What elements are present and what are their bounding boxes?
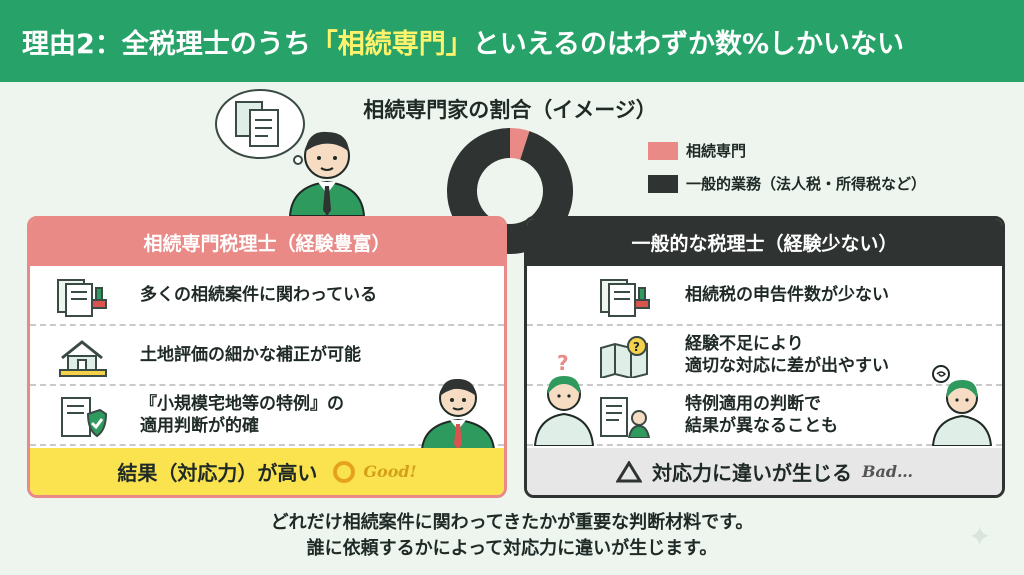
specialist-avatar xyxy=(420,378,496,450)
documents-stamp-icon xyxy=(600,279,650,317)
general-panel: 一般的な税理士（経験少ない） 相続税の申告件数が少ない ? 経験不足により適切な… xyxy=(524,216,1005,498)
item-text: 相続税の申告件数が少ない xyxy=(685,285,889,305)
consultant-avatar xyxy=(288,131,366,216)
chart-legend: 相続専門 一般的業務（法人税・所得税など） xyxy=(648,140,926,206)
header-title-post: といえるのはわずか数%しかいない xyxy=(472,28,905,60)
list-item: 多くの相続案件に関わっている xyxy=(30,266,504,326)
header-title-highlight: 「相続専門」 xyxy=(310,28,473,60)
legend-swatch-pink xyxy=(648,141,678,160)
map-question-icon: ? xyxy=(600,336,648,378)
result-text: 対応力に違いが生じる xyxy=(651,461,852,485)
item-text-line1: 特例適用の判断で xyxy=(685,394,821,414)
sparkle-icon: ✦ xyxy=(968,520,992,553)
item-text: 特例適用の判断で結果が異なることも xyxy=(685,393,838,437)
list-item: ? 経験不足により適切な対応に差が出やすい xyxy=(527,326,1002,386)
documents-stamp-icon xyxy=(57,279,107,317)
bad-badge: Bad… xyxy=(861,462,914,481)
general-panel-title: 一般的な税理士（経験少ない） xyxy=(527,219,1002,266)
donut-slice-0 xyxy=(509,128,530,160)
item-text-line2: 適切な対応に差が出やすい xyxy=(685,356,889,376)
legend-item-inheritance: 相続専門 xyxy=(648,140,926,161)
item-text-line1: 経験不足により xyxy=(685,334,804,354)
document-person-icon xyxy=(600,397,651,438)
list-item: 土地評価の細かな補正が可能 xyxy=(30,326,504,386)
confused-woman-avatar: ? xyxy=(533,352,595,446)
bottom-message: どれだけ相続案件に関わってきたかが重要な判断材料です。 誰に依頼するかによって対… xyxy=(0,510,1024,562)
svg-text:?: ? xyxy=(633,340,640,354)
good-badge: Good! xyxy=(363,462,417,481)
item-text: 『小規模宅地等の特例』の適用判断が的確 xyxy=(140,393,344,437)
item-text-line2: 結果が異なることも xyxy=(685,416,838,436)
bottom-line1: どれだけ相続案件に関わってきたかが重要な判断材料です。 xyxy=(270,512,754,533)
bottom-line2: 誰に依頼するかによって対応力に違いが生じます。 xyxy=(306,538,718,559)
list-item: 『小規模宅地等の特例』の適用判断が的確 xyxy=(30,386,504,446)
specialist-result: 結果（対応力）が高い Good! xyxy=(30,448,504,495)
worried-woman-avatar xyxy=(931,365,993,446)
question-mark: ? xyxy=(557,352,569,375)
specialist-panel: 相続専門税理士（経験豊富） 多くの相続案件に関わっている 土地評価の細かな補正が… xyxy=(27,216,507,498)
general-result: 対応力に違いが生じる Bad… xyxy=(527,448,1002,495)
item-text-line1: 『小規模宅地等の特例』の xyxy=(140,394,344,414)
specialist-panel-title: 相続専門税理士（経験豊富） xyxy=(30,219,504,266)
item-text: 経験不足により適切な対応に差が出やすい xyxy=(685,333,889,377)
chart-title: 相続専門家の割合（イメージ） xyxy=(363,98,657,122)
legend-swatch-dark xyxy=(648,174,678,193)
result-text: 結果（対応力）が高い xyxy=(117,461,318,485)
header-title-pre: 理由2：全税理士のうち xyxy=(22,28,311,60)
warning-triangle-icon xyxy=(615,460,642,482)
legend-label: 相続専門 xyxy=(686,142,747,160)
item-text-line2: 適用判断が的確 xyxy=(140,416,259,436)
list-item: 相続税の申告件数が少ない xyxy=(527,266,1002,326)
item-text: 多くの相続案件に関わっている xyxy=(140,285,378,305)
thought-bubble-documents-icon xyxy=(215,89,305,165)
good-circle-icon xyxy=(333,460,356,483)
legend-item-general: 一般的業務（法人税・所得税など） xyxy=(648,173,926,194)
item-text: 土地評価の細かな補正が可能 xyxy=(140,345,361,365)
house-measure-icon xyxy=(59,340,107,377)
document-shield-icon xyxy=(61,397,108,438)
page-header: 理由2：全税理士のうち「相続専門」といえるのはわずか数%しかいない xyxy=(0,0,1024,82)
legend-label: 一般的業務（法人税・所得税など） xyxy=(686,175,927,193)
list-item: 特例適用の判断で結果が異なることも xyxy=(527,386,1002,446)
